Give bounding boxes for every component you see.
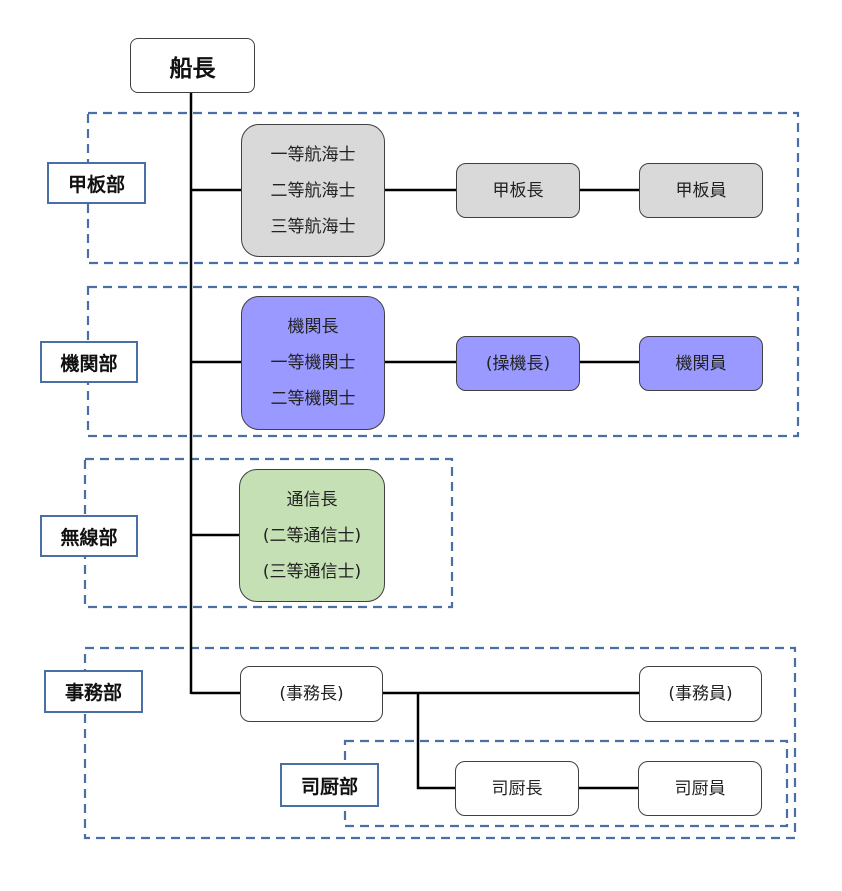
deck-region xyxy=(86,111,800,265)
engine-officer-3: 二等機関士 xyxy=(270,389,356,409)
dept-label-galley: 司厨部 xyxy=(280,763,379,807)
captain-label: 船長 xyxy=(169,55,216,82)
dept-label-radio: 無線部 xyxy=(40,515,138,557)
engine-officer-2: 一等機関士 xyxy=(270,353,356,373)
deck-officer-1: 一等航海士 xyxy=(270,144,356,165)
deck-chief-box: 甲板長 xyxy=(456,163,580,218)
galley-crew-box: 司厨員 xyxy=(638,761,762,816)
engine-officers-box: 機関長 一等機関士 二等機関士 xyxy=(241,296,385,430)
engine-chief-box: (操機長) xyxy=(456,336,580,391)
radio-officers-box: 通信長 (二等通信士) (三等通信士) xyxy=(239,469,385,602)
radio-region xyxy=(83,457,454,609)
dept-label-deck: 甲板部 xyxy=(47,162,146,204)
deck-officers-box: 一等航海士 二等航海士 三等航海士 xyxy=(241,124,385,257)
engine-officer-1: 機関長 xyxy=(287,317,339,337)
galley-chief-box: 司厨長 xyxy=(455,761,579,816)
purser-crew-box: (事務員) xyxy=(639,666,762,722)
deck-officer-2: 二等航海士 xyxy=(270,180,356,201)
purser-chief-box: (事務長) xyxy=(240,666,383,722)
radio-officer-1: 通信長 xyxy=(286,489,338,510)
deck-officer-3: 三等航海士 xyxy=(270,216,356,237)
engine-crew-box: 機関員 xyxy=(639,336,763,391)
radio-officer-3: (三等通信士) xyxy=(262,561,362,582)
radio-officer-2: (二等通信士) xyxy=(262,525,362,546)
deck-crew-box: 甲板員 xyxy=(639,163,763,218)
captain-box: 船長 xyxy=(130,38,255,93)
dept-label-engine: 機関部 xyxy=(40,341,138,383)
dept-label-purser: 事務部 xyxy=(44,670,143,713)
